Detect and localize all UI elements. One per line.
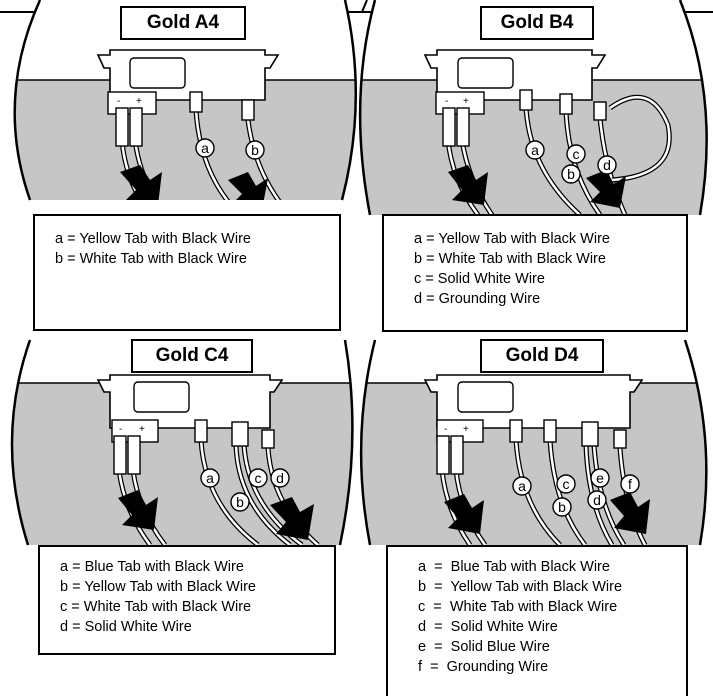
legend-line: b = Yellow Tab with Black Wire	[60, 579, 256, 595]
legend-line: a = Blue Tab with Black Wire	[418, 559, 610, 575]
callout-d-c: c	[563, 476, 570, 492]
arrow-b1	[448, 165, 488, 205]
terminal-plus-c: +	[139, 424, 145, 435]
callout-c-b: b	[236, 494, 244, 510]
terminal-plus-d: +	[463, 424, 469, 435]
terminal-minus-d: -	[444, 424, 447, 435]
legend-line: a = Yellow Tab with Black Wire	[414, 231, 610, 247]
panel-b-scene: - + a c b d	[358, 0, 708, 216]
panel-c-scene: - + a b c d	[10, 339, 354, 546]
legend-line: c = White Tab with Black Wire	[418, 599, 618, 615]
legend-line: d = Grounding Wire	[414, 291, 541, 307]
terminal-minus-b: -	[445, 96, 448, 107]
callout-d-f: f	[628, 476, 632, 492]
callout-c-c: c	[255, 470, 262, 486]
arrow-d2	[610, 492, 650, 534]
callout-d-b: b	[558, 499, 566, 515]
panel-c-legend: a = Blue Tab with Black Wire b = Yellow …	[38, 545, 336, 655]
callout-b-a: a	[531, 142, 539, 158]
callout-b-c: c	[573, 146, 580, 162]
panel-a-legend: a = Yellow Tab with Black Wire b = White…	[33, 214, 341, 331]
callout-a-b: b	[251, 142, 259, 158]
arrow-c2	[270, 497, 314, 540]
terminal-minus-a: -	[117, 96, 120, 107]
callout-d-e: e	[596, 470, 604, 486]
arrow-b2	[586, 170, 626, 208]
legend-line: d = Solid White Wire	[418, 619, 558, 635]
callout-d-d: d	[593, 492, 601, 508]
legend-line: d = Solid White Wire	[60, 619, 192, 635]
arrow-a2	[228, 172, 268, 200]
callout-a-a: a	[201, 140, 209, 156]
arrow-a1	[120, 165, 162, 200]
panel-d-scene: - + a c b e d f	[359, 339, 708, 546]
legend-line: b = White Tab with Black Wire	[414, 251, 606, 267]
callout-d-a: a	[518, 478, 526, 494]
legend-line: a = Blue Tab with Black Wire	[60, 559, 244, 575]
panel-a-title: Gold A4	[120, 6, 246, 40]
legend-line: c = White Tab with Black Wire	[60, 599, 252, 615]
legend-line: b = Yellow Tab with Black Wire	[418, 579, 623, 595]
callout-b-d: d	[603, 157, 611, 173]
legend-line: b = White Tab with Black Wire	[55, 251, 247, 267]
terminal-minus-c: -	[119, 424, 122, 435]
panel-c-title: Gold C4	[131, 339, 253, 373]
terminal-plus-b: +	[463, 96, 469, 107]
panel-b-legend: a = Yellow Tab with Black Wire b = White…	[382, 214, 688, 332]
callout-c-d: d	[276, 470, 284, 486]
terminal-plus-a: +	[136, 96, 142, 107]
legend-line: c = Solid White Wire	[414, 271, 545, 287]
arrow-d1	[444, 494, 484, 534]
panel-d-title: Gold D4	[480, 339, 604, 373]
callout-b-b: b	[567, 166, 575, 182]
panel-a-scene: - + a b	[13, 0, 358, 201]
legend-line: f = Grounding Wire	[418, 659, 549, 675]
legend-line: e = Solid Blue Wire	[418, 639, 550, 655]
panel-d-legend: a = Blue Tab with Black Wire b = Yellow …	[386, 545, 688, 696]
callout-c-a: a	[206, 470, 214, 486]
legend-line: a = Yellow Tab with Black Wire	[55, 231, 251, 247]
arrow-c1	[118, 490, 158, 530]
divider-stroke	[361, 0, 368, 13]
panel-b-title: Gold B4	[480, 6, 594, 40]
